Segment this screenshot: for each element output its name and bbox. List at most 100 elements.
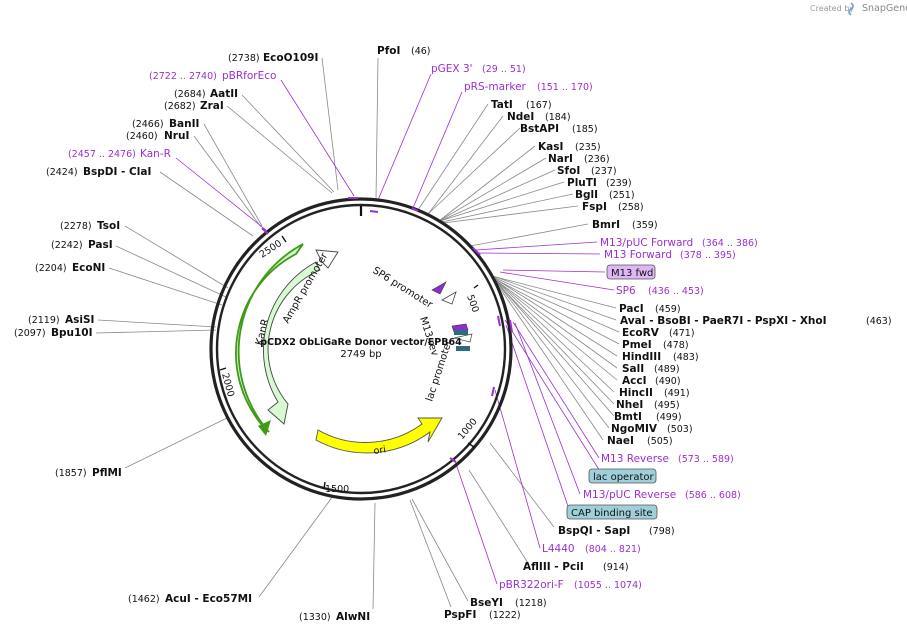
- ruler-1500: 1500: [325, 484, 349, 495]
- site-kasi[interactable]: KasI: [538, 141, 563, 153]
- site-acci[interactable]: AccI: [622, 375, 646, 387]
- primer-pbrforeco[interactable]: pBRforEco: [222, 70, 276, 82]
- site-pos-hindiii: (483): [673, 352, 699, 363]
- site-asisi[interactable]: AsiSI: [65, 314, 94, 326]
- sp6-primer-arrow: [431, 281, 447, 295]
- primer-sp6[interactable]: SP6: [616, 285, 636, 297]
- site-pos-asisi: (2119): [28, 315, 60, 326]
- site-bpu10i[interactable]: Bpu10I: [51, 327, 93, 339]
- site-sfoi[interactable]: SfoI: [557, 165, 580, 177]
- site-paci[interactable]: PacI: [619, 303, 644, 315]
- backbone-inner: [215, 203, 507, 495]
- primer-arcs: [261, 197, 513, 463]
- site-pos-pmei: (478): [663, 340, 689, 351]
- lac-promoter-arrow: [453, 333, 473, 343]
- site-pos-pfoi: (46): [411, 46, 431, 57]
- connector-lines-right: [417, 103, 620, 441]
- site-banii[interactable]: BanII: [169, 118, 199, 130]
- ruler-2500: 2500: [258, 238, 284, 260]
- site-pos-bmti: (499): [656, 412, 682, 423]
- site-ngomiv[interactable]: NgoMIV: [611, 423, 658, 435]
- primer-connectors: [175, 73, 615, 585]
- site-bspdi-clai[interactable]: BspDI - ClaI: [83, 166, 151, 178]
- site-pos-aatii: (2684): [174, 89, 206, 100]
- site-naei[interactable]: NaeI: [607, 435, 634, 447]
- site-sali[interactable]: SalI: [622, 363, 644, 375]
- site-pos-avai-group: (463): [866, 316, 892, 327]
- site-pos-bseyi: (1218): [515, 598, 547, 609]
- site-pos-zrai: (2682): [164, 101, 196, 112]
- site-ndei[interactable]: NdeI: [507, 111, 534, 123]
- primer-m13-puc-reverse[interactable]: M13/pUC Reverse: [583, 489, 676, 501]
- site-avai-group[interactable]: AvaI - BsoBI - PaeR7I - PspXI - XhoI: [620, 315, 827, 327]
- primer-l4440[interactable]: L4440: [542, 543, 575, 555]
- site-acui-eco57mi[interactable]: AcuI - Eco57MI: [165, 593, 252, 605]
- snapgene-logo-text: SnapGene: [862, 3, 907, 14]
- kanr-arrowhead: [258, 420, 271, 436]
- site-pos-ecorv: (471): [669, 328, 695, 339]
- site-pos-ecoo109i: (2738): [228, 53, 260, 64]
- site-pos-sfoi: (237): [591, 166, 617, 177]
- site-nrui[interactable]: NruI: [164, 130, 189, 142]
- site-bmti[interactable]: BmtI: [614, 411, 642, 423]
- site-pos-bpu10i: (2097): [14, 328, 46, 339]
- site-pfoi[interactable]: PfoI: [377, 45, 400, 57]
- primer-range-m13-puc-forward: (364 .. 386): [702, 238, 758, 249]
- sp6-promoter-label: SP6 promoter: [370, 265, 435, 311]
- site-pflmi[interactable]: PflMI: [92, 467, 122, 479]
- primer-kanr[interactable]: Kan-R: [140, 148, 171, 160]
- site-ecorv[interactable]: EcoRV: [622, 327, 660, 339]
- site-pos-bspqi-sapi: (798): [649, 526, 675, 537]
- site-pos-ngomiv: (503): [667, 424, 693, 435]
- lac-operator-badge-label: lac operator: [593, 472, 654, 483]
- site-pasi[interactable]: PasI: [88, 239, 113, 251]
- site-fspi[interactable]: FspI: [582, 201, 607, 213]
- site-pos-tsoi: (2278): [60, 221, 92, 232]
- site-pos-pspfi: (1222): [489, 610, 521, 621]
- site-nari[interactable]: NarI: [548, 153, 573, 165]
- site-bspqi-sapi[interactable]: BspQI - SapI: [558, 525, 630, 537]
- cap-binding-site-badge-label: CAP binding site: [571, 508, 653, 519]
- site-zrai[interactable]: ZraI: [200, 100, 224, 112]
- snapgene-logo-icon: [848, 2, 854, 16]
- lac-operator-badge[interactable]: lac operator: [588, 468, 657, 484]
- primer-prs-marker[interactable]: pRS-marker: [464, 81, 527, 93]
- site-pos-hincii: (491): [664, 388, 690, 399]
- site-alwni[interactable]: AlwNI: [336, 611, 370, 623]
- primer-range-prs-marker: (151 .. 170): [537, 82, 593, 93]
- primer-m13-puc-forward[interactable]: M13/pUC Forward: [600, 237, 693, 249]
- created-by-text: Created by: [810, 4, 854, 13]
- site-nhei[interactable]: NheI: [616, 399, 643, 411]
- site-pos-bstapi: (185): [572, 124, 598, 135]
- site-tsoi[interactable]: TsoI: [97, 220, 120, 232]
- site-pos-acci: (490): [655, 376, 681, 387]
- site-hindiii[interactable]: HindIII: [622, 351, 661, 363]
- primer-m13-reverse[interactable]: M13 Reverse: [601, 453, 669, 465]
- ruler-1000: 1000: [456, 416, 480, 442]
- site-pspfi[interactable]: PspFI: [444, 609, 476, 621]
- site-pos-bgli: (251): [609, 190, 635, 201]
- site-pluti[interactable]: PluTI: [567, 177, 597, 189]
- site-tati[interactable]: TatI: [491, 99, 513, 111]
- site-hincii[interactable]: HincII: [619, 387, 653, 399]
- site-bstapi[interactable]: BstAPI: [520, 123, 559, 135]
- site-bgli[interactable]: BglI: [575, 189, 598, 201]
- site-pos-ndei: (184): [545, 112, 571, 123]
- site-econi[interactable]: EcoNI: [72, 262, 105, 274]
- primer-pbr322ori-f[interactable]: pBR322ori-F: [499, 579, 564, 591]
- site-ecoo109i[interactable]: EcoO109I: [263, 52, 318, 64]
- primer-range-l4440: (804 .. 821): [585, 544, 641, 555]
- site-aatii[interactable]: AatII: [210, 88, 238, 100]
- m13-fwd-badge[interactable]: M13 fwd: [606, 264, 656, 280]
- site-bmri[interactable]: BmrI: [592, 219, 620, 231]
- primer-pgex3[interactable]: pGEX 3': [431, 63, 473, 75]
- ori-feature-arrow: [315, 417, 443, 454]
- site-pmei[interactable]: PmeI: [622, 339, 652, 351]
- site-pos-naei: (505): [647, 436, 673, 447]
- primer-m13-forward[interactable]: M13 Forward: [604, 249, 672, 261]
- site-pos-pluti: (239): [606, 178, 632, 189]
- site-bseyi[interactable]: BseYI: [470, 597, 503, 609]
- cap-binding-site-badge[interactable]: CAP binding site: [566, 504, 658, 520]
- site-afliii-pcii[interactable]: AflIII - PciI: [523, 561, 584, 573]
